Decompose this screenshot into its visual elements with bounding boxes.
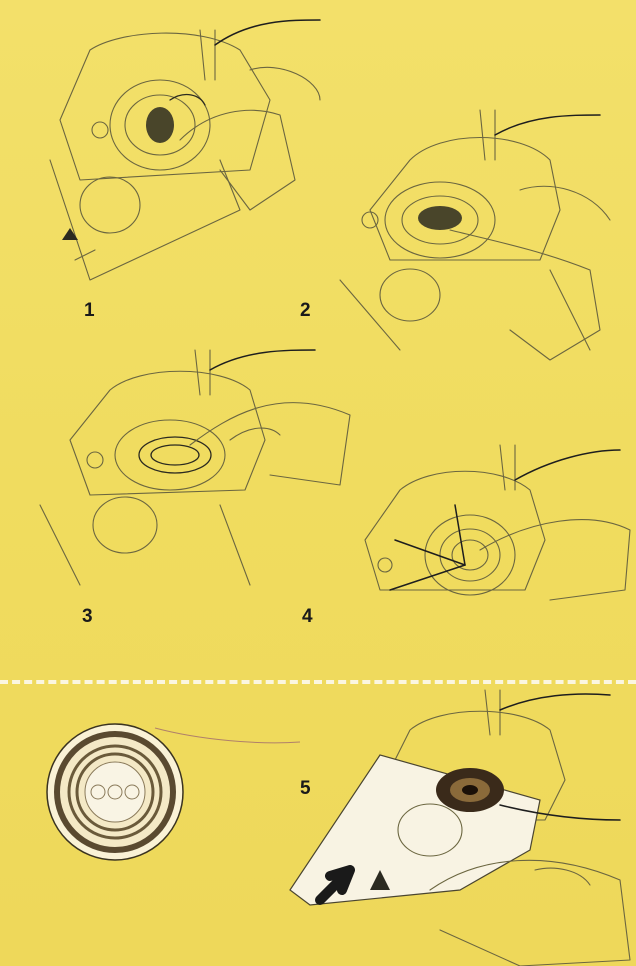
- bobbin-icon: [418, 206, 462, 230]
- step-3-illustration: [20, 345, 340, 595]
- step-1-illustration: [20, 10, 320, 290]
- step-5-number: 5: [300, 778, 311, 800]
- bobbin-closeup: [40, 720, 320, 870]
- arrow-up-icon: [62, 228, 78, 240]
- step-2-illustration: [320, 100, 620, 380]
- step-3-number: 3: [82, 606, 93, 628]
- step-2-number: 2: [300, 300, 311, 322]
- step-5-illustration: [280, 690, 636, 966]
- step-1-number: 1: [84, 300, 95, 322]
- step-4-number: 4: [302, 606, 313, 628]
- step-4-illustration: [330, 440, 630, 640]
- section-divider: [0, 680, 636, 684]
- bobbin-icon: [146, 107, 174, 143]
